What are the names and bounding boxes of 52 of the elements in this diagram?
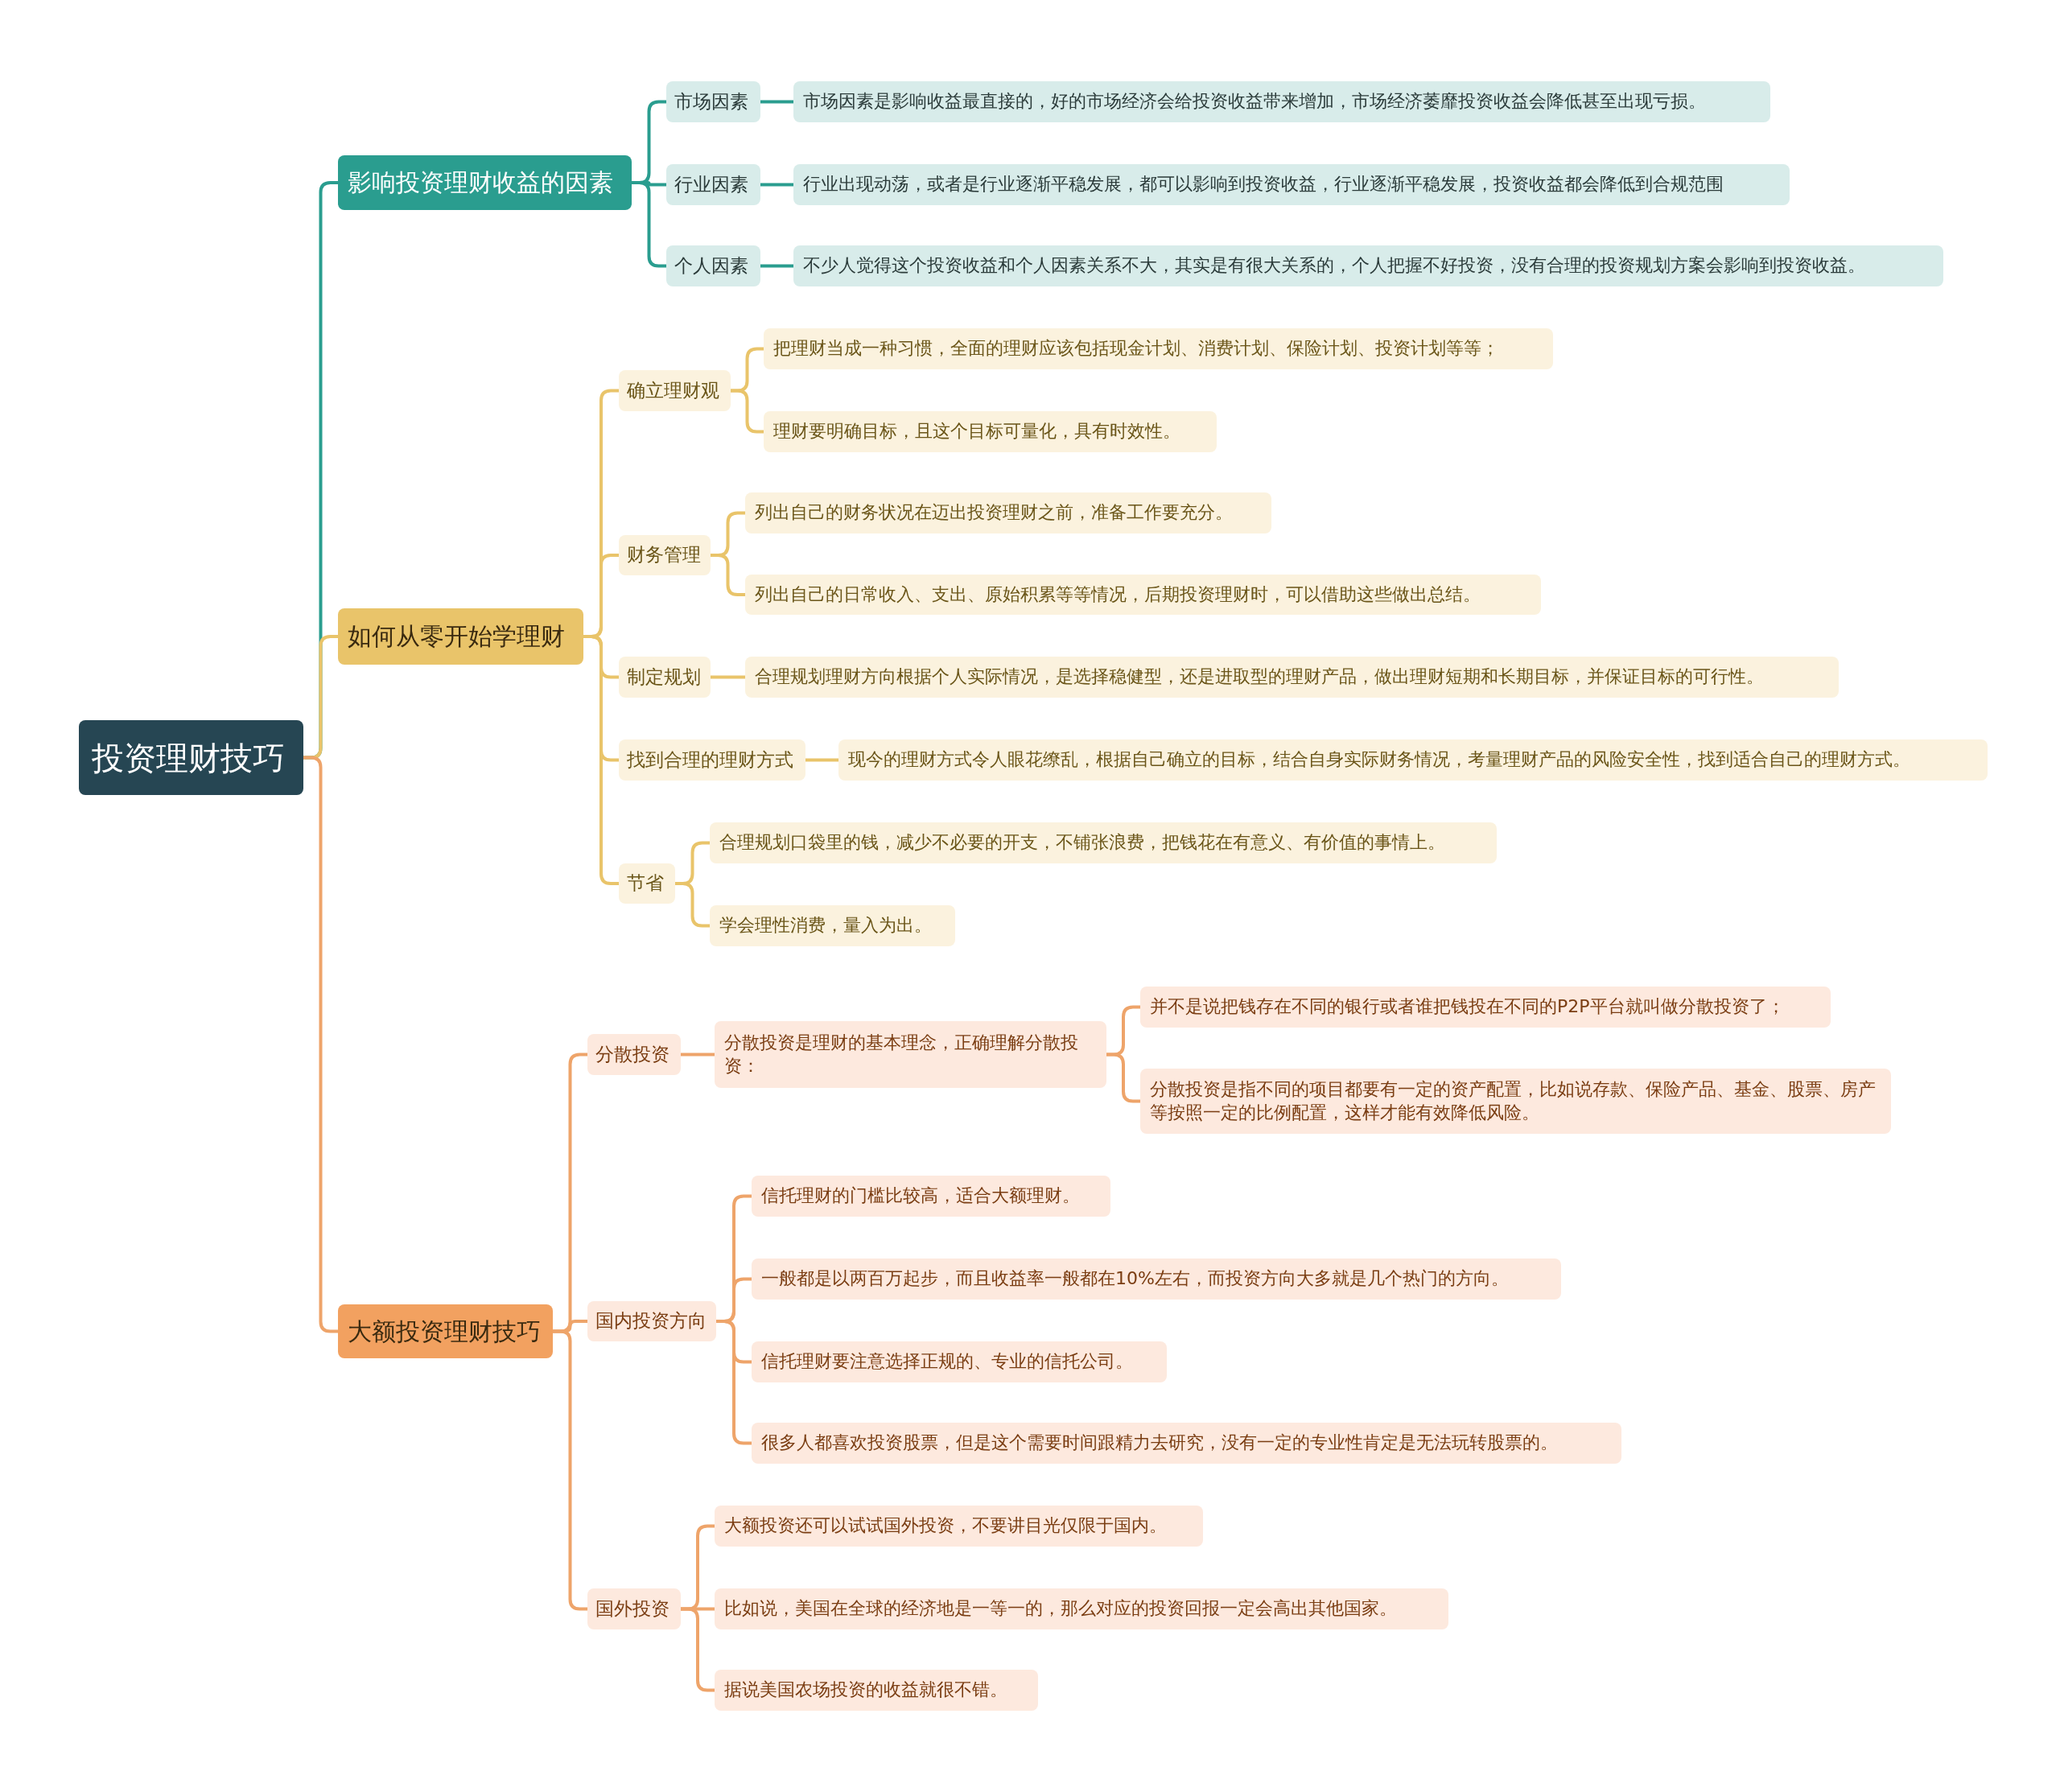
detail-topic: 列出自己的日常收入、支出、原始积累等等情况，后期投资理财时，可以借助这些做出总结。: [745, 575, 1541, 615]
detail-topic: 大额投资还可以试试国外投资，不要讲目光仅限于国内。: [715, 1506, 1203, 1547]
detail-topic: 信托理财要注意选择正规的、专业的信托公司。: [752, 1341, 1167, 1382]
main-topic: 影响投资理财收益的因素: [338, 155, 632, 210]
detail-topic: 并不是说把钱存在不同的银行或者谁把钱投在不同的P2P平台就叫做分散投资了；: [1140, 987, 1831, 1028]
detail-topic: 分散投资是指不同的项目都要有一定的资产配置，比如说存款、保险产品、基金、股票、房产等按照一定的比例配置，这样才能有效降低风险。: [1140, 1069, 1891, 1134]
connector-line: [805, 758, 838, 762]
subtopic: 节省: [619, 863, 675, 904]
connector-line: [760, 264, 793, 268]
detail-topic: 一般都是以两百万起步，而且收益率一般都在10%左右，而投资方向大多就是几个热门的方向。: [752, 1259, 1561, 1300]
detail-topic: 分散投资是理财的基本理念，正确理解分散投资：: [715, 1021, 1106, 1088]
detail-topic: 比如说，美国在全球的经济地是一等一的，那么对应的投资回报一定会高出其他国家。: [715, 1588, 1448, 1629]
detail-topic: 合理规划口袋里的钱，减少不必要的开支，不铺张浪费，把钱花在有意义、有价值的事情上。: [710, 822, 1497, 863]
connector-line: [583, 635, 619, 885]
connector-line: [681, 1053, 715, 1057]
subtopic: 找到合理的理财方式: [619, 739, 805, 781]
detail-topic: 把理财当成一种习惯，全面的理财应该包括现金计划、消费计划、保险计划、投资计划等等；: [764, 328, 1553, 369]
detail-topic: 很多人都喜欢投资股票，但是这个需要时间跟精力去研究，没有一定的专业性肯定是无法玩转股票的。: [752, 1423, 1621, 1464]
connector-line: [760, 100, 793, 104]
connector-line: [681, 1607, 715, 1692]
subtopic: 个人因素: [666, 245, 760, 286]
connector-line: [553, 1329, 587, 1611]
detail-topic: 市场因素是影响收益最直接的，好的市场经济会给投资收益带来增加，市场经济萎靡投资收益会降低甚至出现亏损。: [793, 81, 1770, 122]
detail-topic: 现今的理财方式令人眼花缭乱，根据自己确立的目标，结合自身实际财务情况，考量理财产品的风险安全性，找到适合自己的理财方式。: [838, 739, 1988, 781]
subtopic: 财务管理: [619, 535, 711, 575]
subtopic: 行业因素: [666, 164, 760, 205]
subtopic: 国内投资方向: [587, 1301, 716, 1341]
main-topic: 大额投资理财技巧: [338, 1304, 553, 1358]
subtopic: 国外投资: [587, 1588, 681, 1629]
detail-topic: 信托理财的门槛比较高，适合大额理财。: [752, 1176, 1110, 1217]
connector-line: [675, 882, 710, 928]
connector-line: [632, 181, 666, 268]
connector-line: [303, 756, 338, 1333]
subtopic: 市场因素: [666, 81, 760, 122]
detail-topic: 据说美国农场投资的收益就很不错。: [715, 1670, 1038, 1711]
root-topic: 投资理财技巧: [79, 720, 303, 795]
detail-topic: 列出自己的财务状况在迈出投资理财之前，准备工作要充分。: [745, 492, 1271, 533]
detail-topic: 合理规划理财方向根据个人实际情况，是选择稳健型，还是进取型的理财产品，做出理财短期和长期目标，并保证目标的可行性。: [745, 657, 1839, 698]
main-topic: 如何从零开始学理财: [338, 608, 583, 665]
subtopic: 确立理财观: [619, 370, 731, 411]
connector-line: [711, 675, 745, 679]
connector-line: [760, 183, 793, 187]
detail-topic: 理财要明确目标，且这个目标可量化，具有时效性。: [764, 411, 1217, 452]
connector-line: [716, 1320, 752, 1445]
subtopic: 制定规划: [619, 657, 711, 698]
connector-line: [711, 554, 745, 596]
connector-line: [1106, 1053, 1140, 1103]
detail-topic: 学会理性消费，量入为出。: [710, 905, 955, 946]
connector-line: [731, 389, 764, 434]
detail-topic: 行业出现动荡，或者是行业逐渐平稳发展，都可以影响到投资收益，行业逐渐平稳发展，投资收益都会降低到合规范围: [793, 164, 1790, 205]
subtopic: 分散投资: [587, 1034, 681, 1075]
detail-topic: 不少人觉得这个投资收益和个人因素关系不大，其实是有很大关系的，个人把握不好投资，没有合理的投资规划方案会影响到投资收益。: [793, 245, 1943, 286]
